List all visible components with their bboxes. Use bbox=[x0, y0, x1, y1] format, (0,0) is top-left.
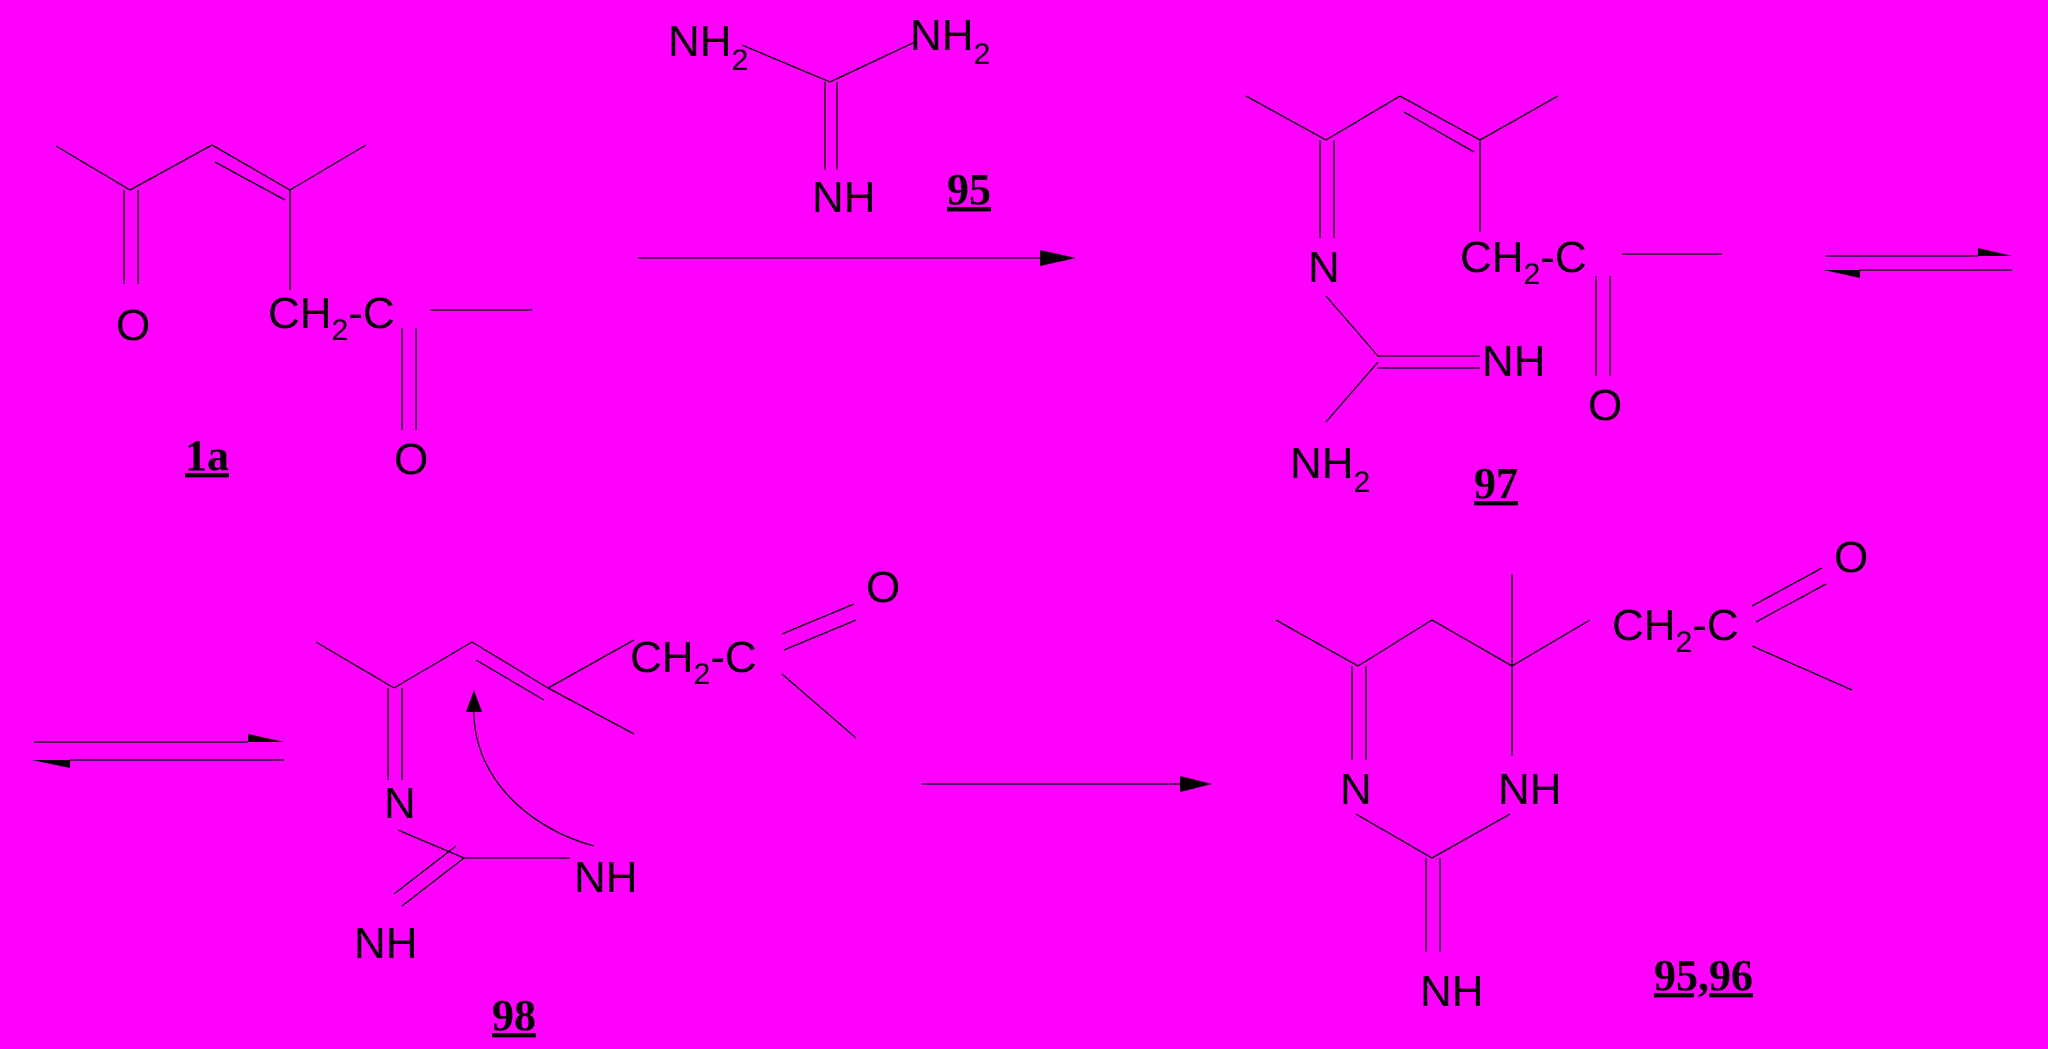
atom-o: O bbox=[866, 563, 900, 612]
compound-label-95-96: 95,96 bbox=[1654, 951, 1753, 1000]
molecule-1a: O CH2-C O 1a bbox=[55, 144, 532, 484]
atom-n: N bbox=[384, 779, 416, 828]
equilibrium-arrow-left bbox=[32, 734, 284, 768]
curved-mechanism-arrow bbox=[473, 703, 595, 847]
atom-nh2: NH2 bbox=[668, 17, 748, 77]
atom-nh: NH bbox=[1498, 765, 1562, 814]
equilibrium-arrow-right bbox=[1824, 248, 2012, 278]
atom-o: O bbox=[116, 301, 150, 350]
atom-nh: NH bbox=[354, 919, 418, 968]
atom-o: O bbox=[1588, 381, 1622, 430]
curved-arrow-head bbox=[466, 690, 482, 712]
molecule-98: N CH2-C O NH NH 98 bbox=[315, 563, 900, 1040]
molecule-95-96: N NH CH2-C O NH 95,96 bbox=[1275, 533, 1868, 1016]
atom-n: N bbox=[1340, 765, 1372, 814]
reaction-arrow-forward bbox=[638, 250, 1076, 266]
atom-nh: NH bbox=[1482, 337, 1546, 386]
atom-ch2c: CH2-C bbox=[1612, 601, 1739, 659]
compound-label-1a: 1a bbox=[185, 431, 229, 480]
atom-nh2: NH2 bbox=[910, 11, 990, 71]
reaction-arrow-forward bbox=[922, 776, 1212, 792]
atom-nh: NH bbox=[574, 853, 638, 902]
atom-o: O bbox=[1834, 533, 1868, 582]
atom-nh: NH bbox=[1420, 967, 1484, 1016]
atom-o: O bbox=[394, 435, 428, 484]
atom-ch2c: CH2-C bbox=[1460, 233, 1587, 291]
atom-nh2: NH2 bbox=[1290, 439, 1370, 499]
compound-label-97: 97 bbox=[1474, 459, 1518, 508]
compound-label-98: 98 bbox=[492, 991, 536, 1040]
compound-label-95: 95 bbox=[947, 165, 991, 214]
molecule-95: NH2 NH2 NH 95 bbox=[668, 11, 991, 222]
atom-n: N bbox=[1308, 243, 1340, 292]
atom-nh: NH bbox=[812, 173, 876, 222]
atom-ch2c: CH2-C bbox=[268, 289, 395, 347]
atom-ch2c: CH2-C bbox=[630, 633, 757, 691]
molecule-97: N CH2-C NH O NH2 97 bbox=[1245, 95, 1722, 508]
